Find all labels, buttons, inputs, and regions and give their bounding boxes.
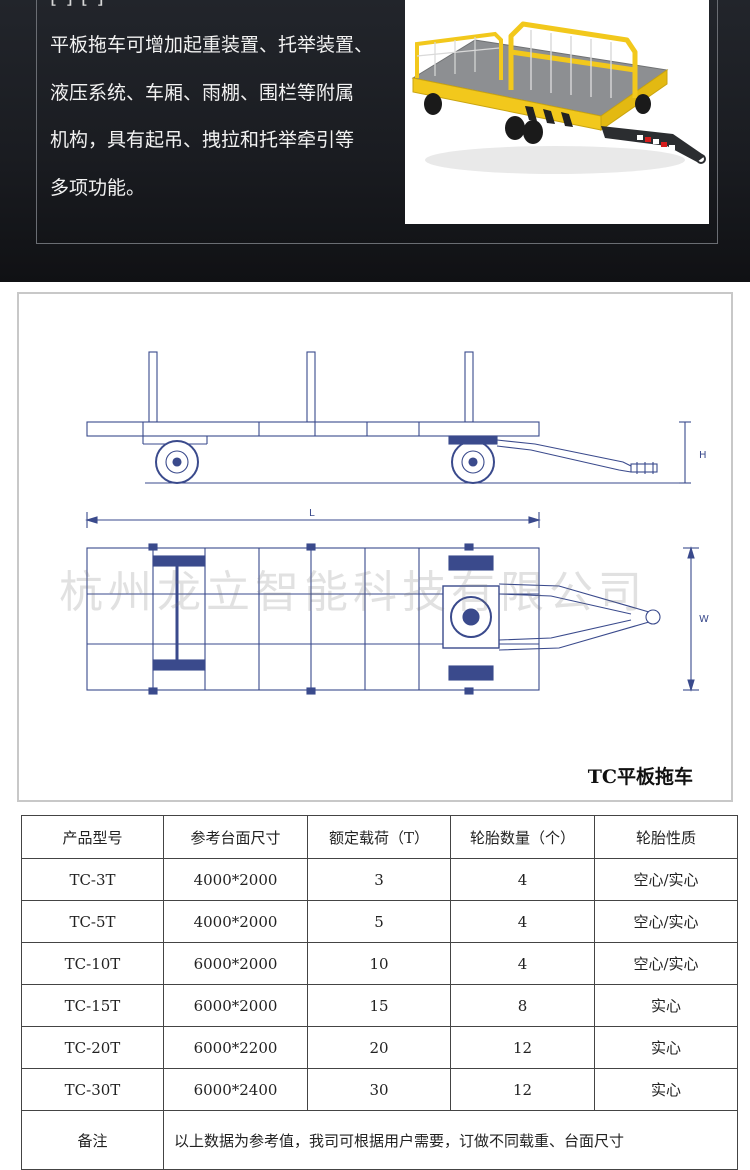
product-photo [405, 0, 709, 224]
header-cell: 额定载荷（T） [307, 815, 451, 859]
drawing-caption: TC平板拖车 [587, 766, 693, 788]
table-row: TC-15T 6000*2000 15 8 实心 [21, 984, 738, 1027]
intro-banner: [ ] [ ] 平板拖车可增加起重装置、托举装置、 液压系统、车厢、雨棚、围栏等… [0, 0, 750, 282]
table-cell: TC-3T [21, 858, 164, 901]
table-cell: 30 [307, 1068, 451, 1111]
table-cell: 12 [450, 1068, 595, 1111]
trailer-photo-illustration [411, 21, 706, 174]
table-cell: 3 [307, 858, 451, 901]
table-cell: TC-20T [21, 1026, 164, 1069]
table-cell: 8 [450, 984, 595, 1027]
banner-line: 多项功能。 [50, 176, 146, 199]
banner-line: 液压系统、车厢、雨棚、围栏等附属 [50, 81, 355, 104]
table-cell: 4 [450, 942, 595, 985]
table-row: TC-30T 6000*2400 30 12 实心 [21, 1068, 738, 1111]
dimension-h-label: H [699, 450, 707, 461]
table-cell: 12 [450, 1026, 595, 1069]
banner-frame [36, 0, 718, 244]
spec-table: 产品型号 参考台面尺寸 额定载荷（T） 轮胎数量（个） 轮胎性质 TC-3T 4… [21, 815, 738, 1170]
table-cell: 实心 [594, 984, 738, 1027]
table-cell: 空心/实心 [594, 858, 738, 901]
table-cell: TC-30T [21, 1068, 164, 1111]
table-cell: 6000*2400 [163, 1068, 308, 1111]
table-cell: 15 [307, 984, 451, 1027]
table-cell: 5 [307, 900, 451, 943]
header-cell: 轮胎数量（个） [450, 815, 595, 859]
table-cell: 20 [307, 1026, 451, 1069]
table-cell: 实心 [594, 1026, 738, 1069]
table-cell: 6000*2200 [163, 1026, 308, 1069]
header-cell: 参考台面尺寸 [163, 815, 308, 859]
table-row: TC-5T 4000*2000 5 4 空心/实心 [21, 900, 738, 943]
table-cell: TC-5T [21, 900, 164, 943]
technical-drawing: H L W 杭州龙立智能科技有限公司 TC平板拖车 [17, 292, 733, 802]
table-cell: 4 [450, 858, 595, 901]
table-cell: 6000*2000 [163, 942, 308, 985]
table-cell: 4000*2000 [163, 858, 308, 901]
table-cell: 4 [450, 900, 595, 943]
watermark: 杭州龙立智能科技有限公司 [59, 567, 647, 618]
banner-partial-heading: [ ] [ ] [50, 0, 360, 6]
dimension-w-label: W [699, 614, 709, 625]
table-cell: 实心 [594, 1068, 738, 1111]
table-cell: TC-10T [21, 942, 164, 985]
banner-line: 平板拖车可增加起重装置、托举装置、 [50, 34, 374, 56]
trailer-drawing-svg: H L W [85, 351, 709, 695]
table-cell: 4000*2000 [163, 900, 308, 943]
table-cell: 空心/实心 [594, 900, 738, 943]
table-cell: 10 [307, 942, 451, 985]
dimension-l-label: L [309, 508, 315, 519]
table-row: TC-20T 6000*2200 20 12 实心 [21, 1026, 738, 1069]
table-cell: 6000*2000 [163, 984, 308, 1027]
remark-text: 以上数据为参考值，我司可根据用户需要，订做不同载重、台面尺寸 [163, 1110, 738, 1170]
table-row: TC-3T 4000*2000 3 4 空心/实心 [21, 858, 738, 901]
table-header-row: 产品型号 参考台面尺寸 额定载荷（T） 轮胎数量（个） 轮胎性质 [21, 815, 738, 859]
banner-description: 平板拖车可增加起重装置、托举装置、 液压系统、车厢、雨棚、围栏等附属 机构，具有… [50, 22, 395, 212]
header-cell: 产品型号 [21, 815, 164, 859]
banner-line: 机构，具有起吊、拽拉和托举牵引等 [50, 129, 355, 151]
remark-label: 备注 [21, 1110, 164, 1170]
table-cell: TC-15T [21, 984, 164, 1027]
header-cell: 轮胎性质 [594, 815, 738, 859]
table-row: TC-10T 6000*2000 10 4 空心/实心 [21, 942, 738, 985]
table-cell: 空心/实心 [594, 942, 738, 985]
table-remark-row: 备注 以上数据为参考值，我司可根据用户需要，订做不同载重、台面尺寸 [21, 1110, 738, 1170]
